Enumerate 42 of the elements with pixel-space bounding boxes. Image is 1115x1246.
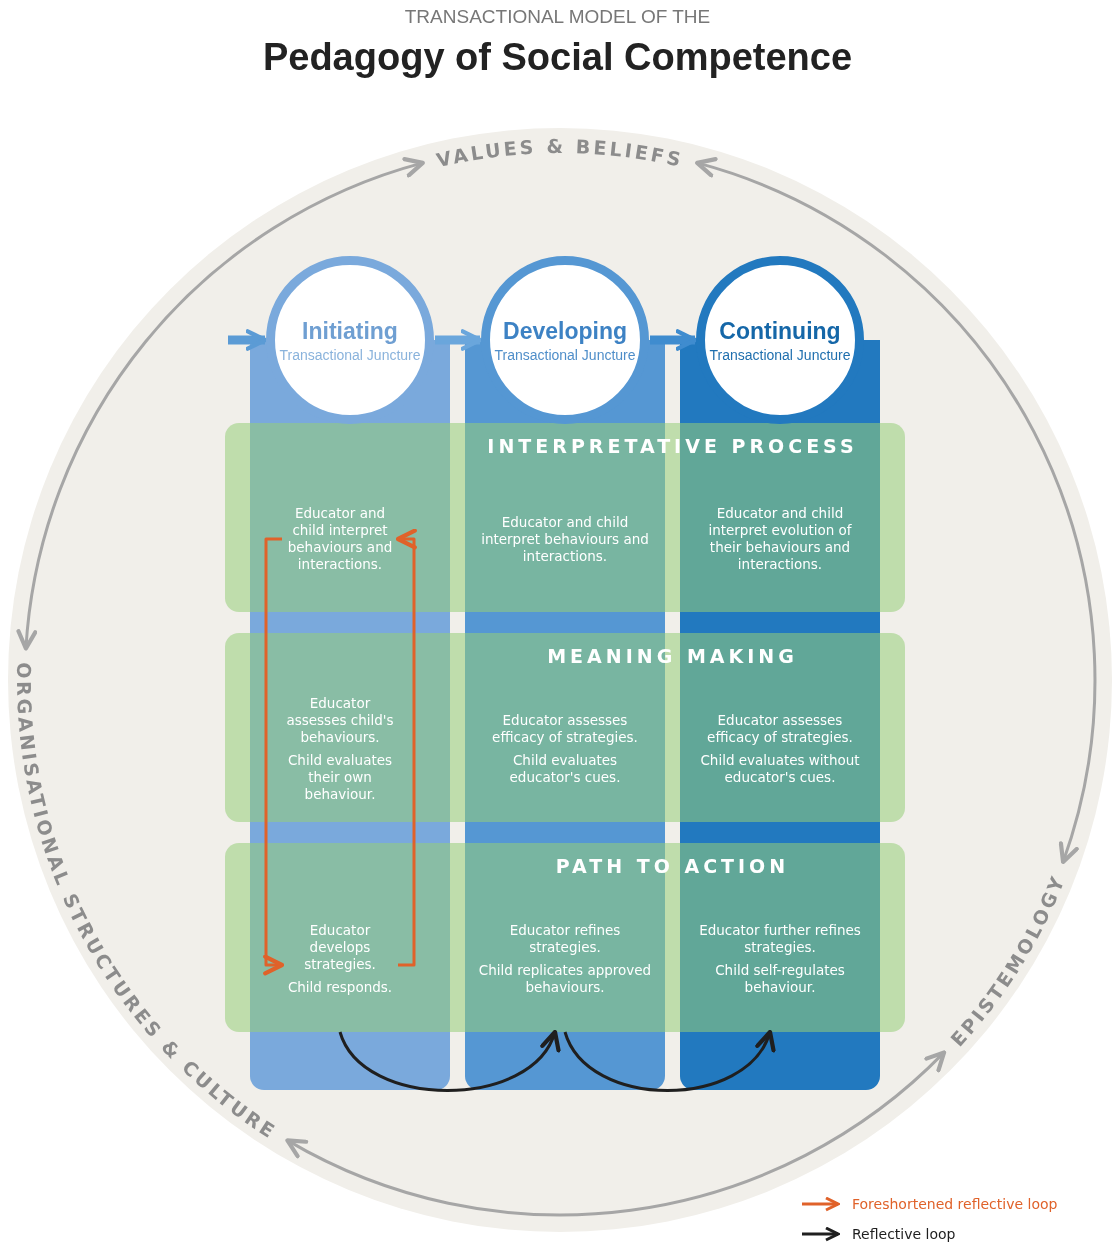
chevron-arrow <box>228 329 268 351</box>
juncture-subtitle: Transactional Juncture <box>709 346 851 363</box>
cell-text: Educator assesses child's behaviours. <box>285 695 395 746</box>
title-text: Pedagogy of Social Competence <box>261 36 854 79</box>
juncture-subtitle: Transactional Juncture <box>279 346 421 363</box>
cell-text: Child replicates approved behaviours. <box>477 962 653 996</box>
cell-text: Educator and child interpret behaviours and interactions. <box>477 478 653 600</box>
chevron-arrow <box>435 329 483 351</box>
cell-text: Educator and child interpret behaviours and interactions. <box>282 478 398 600</box>
band-heading: PATH TO ACTION <box>554 855 791 877</box>
cell-text: Child evaluates their own behaviour. <box>286 752 394 803</box>
cell-text: Educator further refines strategies. <box>698 922 862 956</box>
arrow <box>338 1029 558 1092</box>
cell-text: Educator assesses efficacy of strategies. <box>706 712 854 746</box>
arrow <box>263 537 285 976</box>
legend-text: Foreshortened reflective loop <box>852 1196 1058 1212</box>
arrow <box>285 1050 947 1216</box>
band-heading: INTERPRETATIVE PROCESS <box>486 435 859 457</box>
process-band <box>225 843 905 1032</box>
arrow <box>695 158 1097 864</box>
juncture-subtitle: Transactional Juncture <box>494 346 636 363</box>
juncture-heading: Developing <box>503 317 627 345</box>
legend-text: Reflective loop <box>852 1226 956 1242</box>
subtitle-text: TRANSACTIONAL MODEL OF THE <box>403 6 712 28</box>
cell-text: Educator develops strategies. <box>303 922 377 973</box>
arrow <box>395 528 417 967</box>
process-band <box>225 423 905 612</box>
juncture-heading: Initiating <box>302 317 398 345</box>
arrow <box>17 158 425 651</box>
curved-label: VALUES & BELIEFS <box>434 134 686 172</box>
band-heading: MEANING MAKING <box>546 645 799 667</box>
process-band <box>225 633 905 822</box>
chevron-arrow <box>650 329 698 351</box>
juncture-heading: Continuing <box>719 317 841 345</box>
cell-text: Child evaluates educator's cues. <box>508 752 622 786</box>
cell-text: Child self-regulates behaviour. <box>714 962 846 996</box>
cell-text: Educator assesses efficacy of strategies. <box>491 712 639 746</box>
cell-text: Educator and child interpret evolution of their behaviours and interactions. <box>692 478 868 600</box>
arrow <box>563 1029 773 1092</box>
cell-text: Educator refines strategies. <box>508 922 622 956</box>
cell-text: Child evaluates without educator's cues. <box>699 752 861 786</box>
cell-text: Child responds. <box>287 979 393 996</box>
